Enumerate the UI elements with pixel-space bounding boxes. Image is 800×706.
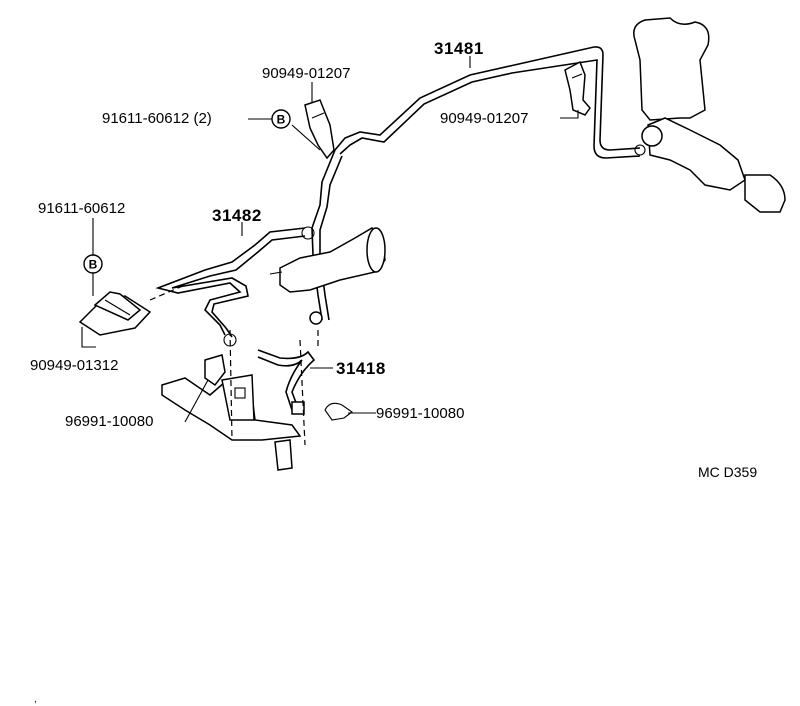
label-31482: 31482 (212, 206, 262, 225)
label-90949-01207-right: 90949-01207 (440, 110, 529, 127)
label-90949-01312: 90949-01312 (30, 357, 119, 374)
label-31481: 31481 (434, 39, 484, 58)
bolt-marker-top: B (271, 109, 291, 129)
label-91611-60612-2: 91611-60612 (2) (102, 110, 212, 127)
label-91611-60612: 91611-60612 (38, 200, 126, 217)
slave-cylinder (269, 227, 386, 293)
label-96991-10080-right: 96991-10080 (376, 405, 465, 422)
pipe-31481 (334, 46, 641, 159)
clutch-master-cylinder (633, 17, 786, 213)
svg-text:,: , (34, 694, 37, 705)
clip-right (324, 402, 353, 421)
label-96991-10080-left: 96991-10080 (65, 413, 154, 430)
leader-lines (81, 56, 579, 423)
bracket-90949-01312 (78, 284, 186, 336)
clamp-top (304, 99, 335, 160)
bolt-marker-left: B (83, 254, 103, 274)
diagram-code: MC D359 (698, 464, 758, 480)
alignment-lines (229, 329, 319, 446)
clamp-right (564, 60, 591, 116)
pipe-center (311, 149, 343, 321)
svg-text:B: B (277, 113, 286, 127)
label-90949-01207-top: 90949-01207 (262, 65, 351, 82)
release-bracket (161, 354, 302, 471)
svg-text:B: B (89, 258, 98, 272)
hose-31418 (257, 311, 323, 415)
label-31418: 31418 (336, 359, 386, 378)
